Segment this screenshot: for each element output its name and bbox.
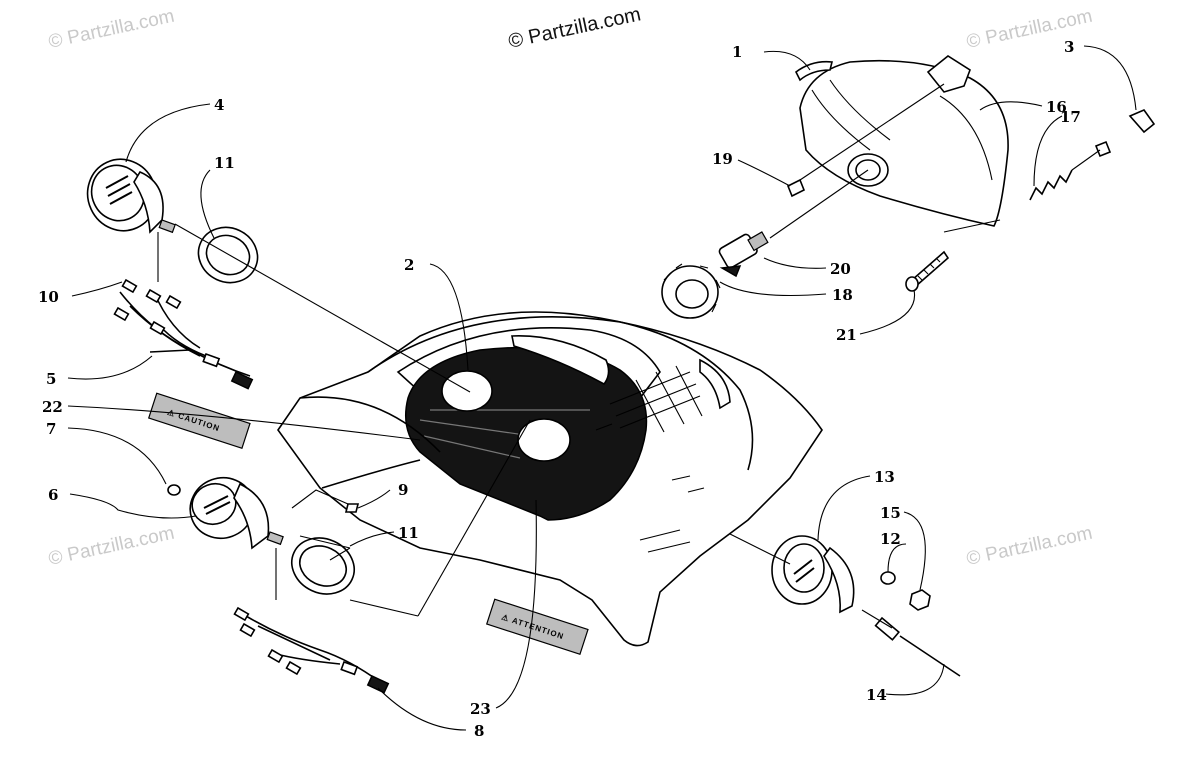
fuel-sender [874, 616, 961, 677]
callout-23: 23 [470, 700, 491, 718]
callout-8: 8 [474, 722, 484, 740]
screw [786, 178, 806, 198]
dash-console [277, 311, 823, 647]
callout-2: 2 [404, 256, 414, 274]
caution-decal: ⚠ CAUTION [147, 392, 251, 450]
tachometer-gauge [167, 476, 360, 550]
callout-9: 9 [398, 481, 408, 499]
callout-16: 16 [1046, 98, 1067, 116]
adjuster-spring [1029, 169, 1073, 201]
callout-12: 12 [880, 530, 901, 548]
hex-nut [909, 589, 931, 611]
attention-decal: ⚠ ATTENTION [485, 598, 589, 656]
callout-18: 18 [832, 286, 853, 304]
headlight-housing [799, 55, 1009, 227]
callout-15: 15 [880, 504, 901, 522]
callout-10: 10 [38, 288, 59, 306]
bezel-ring-upper [197, 226, 259, 284]
retaining-ring [661, 263, 721, 319]
fuel-gauge [771, 535, 855, 614]
watermark-top-center: © Partzilla.com [506, 3, 642, 53]
callout-11-upper: 11 [214, 154, 235, 172]
callout-21: 21 [836, 326, 857, 344]
watermark-mid-right: © Partzilla.com [965, 523, 1095, 570]
callout-17: 17 [1060, 108, 1081, 126]
wiring-harness-lower [233, 606, 390, 694]
adjuster-bolt [905, 250, 950, 292]
callout-7: 7 [46, 420, 56, 438]
callout-13: 13 [874, 468, 895, 486]
callout-19: 19 [712, 150, 733, 168]
leader-lines [67, 45, 1137, 731]
speedometer-gauge [86, 158, 176, 234]
bulb-socket [718, 231, 769, 278]
watermark-mid-left: © Partzilla.com [47, 523, 177, 570]
bezel-ring-lower [291, 537, 355, 595]
washer [880, 571, 896, 585]
callout-numbers: 1 2 3 4 5 6 7 8 9 10 11 11 12 13 14 15 1… [38, 38, 1081, 740]
callout-4: 4 [214, 96, 224, 114]
callout-6: 6 [48, 486, 58, 504]
adjuster-tab [1128, 109, 1156, 134]
watermark-top-left: © Partzilla.com [47, 6, 177, 53]
callout-3: 3 [1064, 38, 1074, 56]
exploded-view-lines [157, 83, 1101, 629]
callout-20: 20 [830, 260, 851, 278]
callout-11-lower: 11 [398, 524, 419, 542]
callout-14: 14 [866, 686, 887, 704]
watermark-top-right: © Partzilla.com [965, 6, 1095, 53]
callout-1: 1 [732, 43, 742, 61]
wiring-harness-upper [113, 278, 254, 390]
callout-5: 5 [46, 370, 56, 388]
callout-22: 22 [42, 398, 63, 416]
